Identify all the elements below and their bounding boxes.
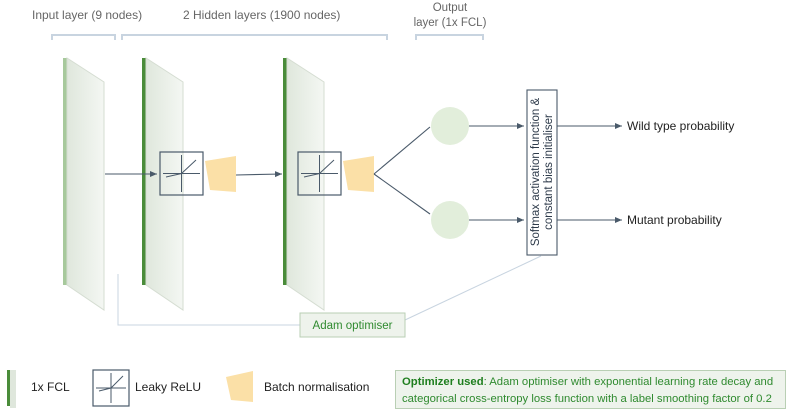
softmax-label-line2: constant bias initialiser — [543, 114, 555, 230]
mutant-label: Mutant probability — [627, 213, 722, 227]
optimizer-note-heading: Optimizer used — [402, 376, 484, 388]
input-layer-bracket — [51, 34, 116, 40]
output-layer-label-line1: Output — [433, 2, 468, 14]
leaky-relu-icon-1 — [159, 151, 204, 196]
output-node-2 — [431, 201, 469, 239]
feedback-line-left — [117, 274, 300, 326]
leaky-relu-icon-2 — [297, 151, 342, 196]
hidden-layers-label: 2 Hidden layers (1900 nodes) — [183, 8, 340, 22]
softmax-label-line1: Softmax activation function & — [530, 98, 542, 247]
batch-norm-shape-1 — [205, 156, 236, 192]
optimizer-note: Optimizer used: Adam optimiser with expo… — [395, 370, 786, 409]
feedback-line-right — [404, 255, 542, 321]
output-node-1 — [431, 107, 469, 145]
wild-type-label: Wild type probability — [627, 119, 734, 133]
adam-optimiser-label: Adam optimiser — [313, 320, 393, 332]
output-layer-bracket — [415, 34, 484, 40]
legend-fcl-icon — [7, 370, 16, 408]
input-layer-label: Input layer (9 nodes) — [32, 8, 142, 22]
output-layer-label-line2: layer (1x FCL) — [414, 17, 487, 29]
optimizer-note-text: : Adam optimiser with exponential learni… — [402, 376, 774, 405]
hidden-layer-2-panel — [283, 57, 325, 311]
legend-fcl-label: 1x FCL — [31, 380, 70, 394]
hidden-layer-1-panel — [142, 57, 184, 311]
hidden-layers-bracket — [121, 34, 388, 40]
softmax-box — [526, 89, 558, 256]
legend-batchnorm-label: Batch normalisation — [264, 380, 369, 394]
legend-relu-label: Leaky ReLU — [135, 380, 201, 394]
input-layer-panel — [63, 57, 105, 311]
legend-batchnorm-icon — [226, 371, 253, 402]
arrow-to-output-node-1 — [373, 126, 431, 175]
arrow-hidden1-to-hidden2 — [235, 171, 283, 178]
legend-relu-icon — [92, 369, 130, 407]
arrow-to-output-node-2 — [373, 173, 431, 215]
adam-optimiser-box — [299, 312, 406, 338]
batch-norm-shape-2 — [343, 156, 374, 192]
